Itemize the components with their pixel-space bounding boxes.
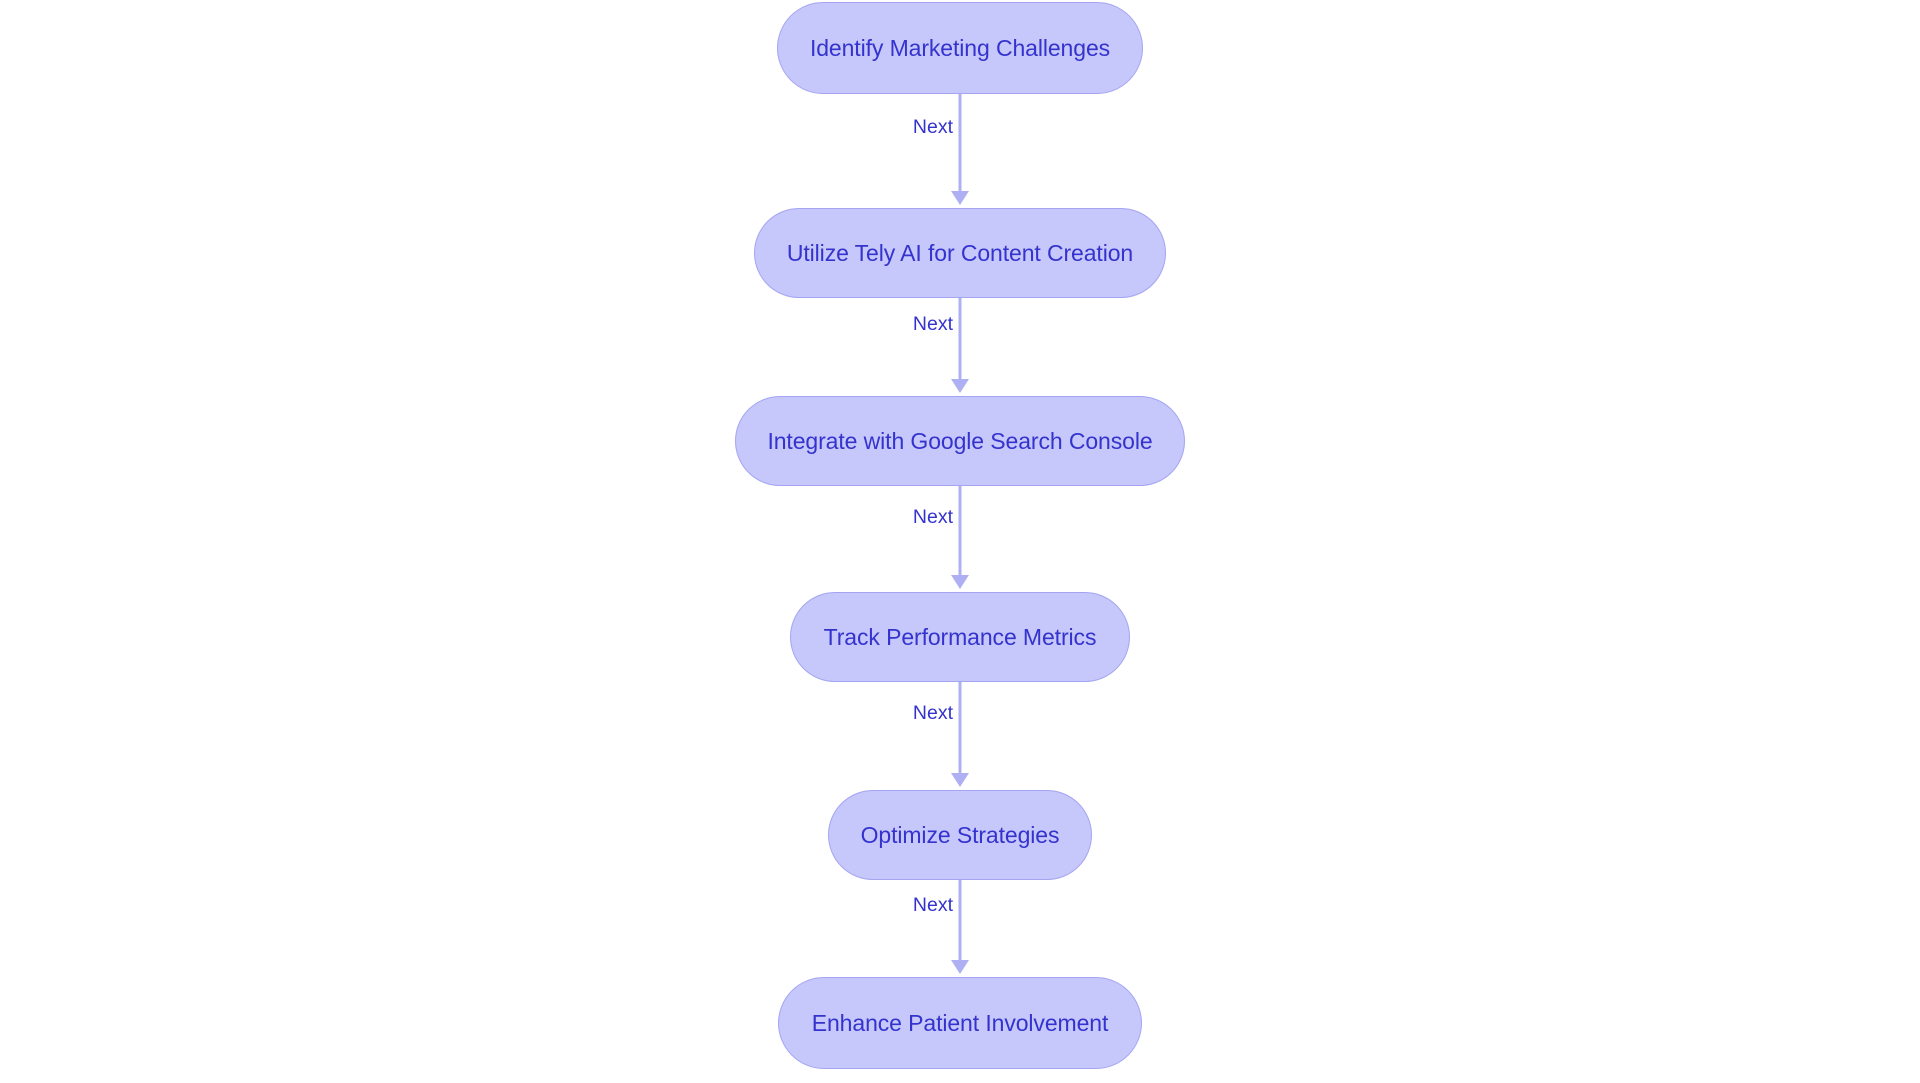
- flow-edge-n5-n6: Next: [840, 880, 1080, 979]
- edge-line: [958, 486, 962, 578]
- flow-edge-n3-n4: Next: [840, 486, 1080, 594]
- arrow-head-icon: [951, 773, 969, 787]
- flow-node-identify-marketing-challenges[interactable]: Identify Marketing Challenges: [777, 2, 1143, 94]
- arrow-head-icon: [951, 575, 969, 589]
- flow-edge-n4-n5: Next: [840, 682, 1080, 792]
- flow-node-integrate-with-google-search-console[interactable]: Integrate with Google Search Console: [735, 396, 1185, 486]
- edge-line: [958, 94, 962, 194]
- arrow-head-icon: [951, 960, 969, 974]
- flow-node-label: Identify Marketing Challenges: [809, 34, 1111, 61]
- edge-label: Next: [907, 506, 958, 530]
- edge-line: [958, 298, 962, 382]
- edge-label: Next: [907, 894, 958, 918]
- flow-node-label: Utilize Tely AI for Content Creation: [786, 239, 1134, 266]
- edge-line: [958, 682, 962, 776]
- edge-label: Next: [907, 702, 958, 726]
- flow-node-label: Track Performance Metrics: [823, 623, 1097, 650]
- flow-node-enhance-patient-involvement[interactable]: Enhance Patient Involvement: [778, 977, 1142, 1069]
- arrow-head-icon: [951, 379, 969, 393]
- flow-edge-n2-n3: Next: [840, 298, 1080, 398]
- flow-node-track-performance-metrics[interactable]: Track Performance Metrics: [790, 592, 1130, 682]
- flow-node-label: Enhance Patient Involvement: [811, 1009, 1109, 1036]
- flow-edge-n1-n2: Next: [840, 94, 1080, 210]
- edge-label: Next: [907, 116, 958, 140]
- arrow-head-icon: [951, 191, 969, 205]
- flow-node-label: Optimize Strategies: [860, 821, 1060, 848]
- edge-label: Next: [907, 313, 958, 337]
- flow-node-utilize-tely-ai-for-content-creation[interactable]: Utilize Tely AI for Content Creation: [754, 208, 1166, 298]
- flow-node-optimize-strategies[interactable]: Optimize Strategies: [828, 790, 1092, 880]
- edge-line: [958, 880, 962, 963]
- flow-node-label: Integrate with Google Search Console: [767, 427, 1153, 454]
